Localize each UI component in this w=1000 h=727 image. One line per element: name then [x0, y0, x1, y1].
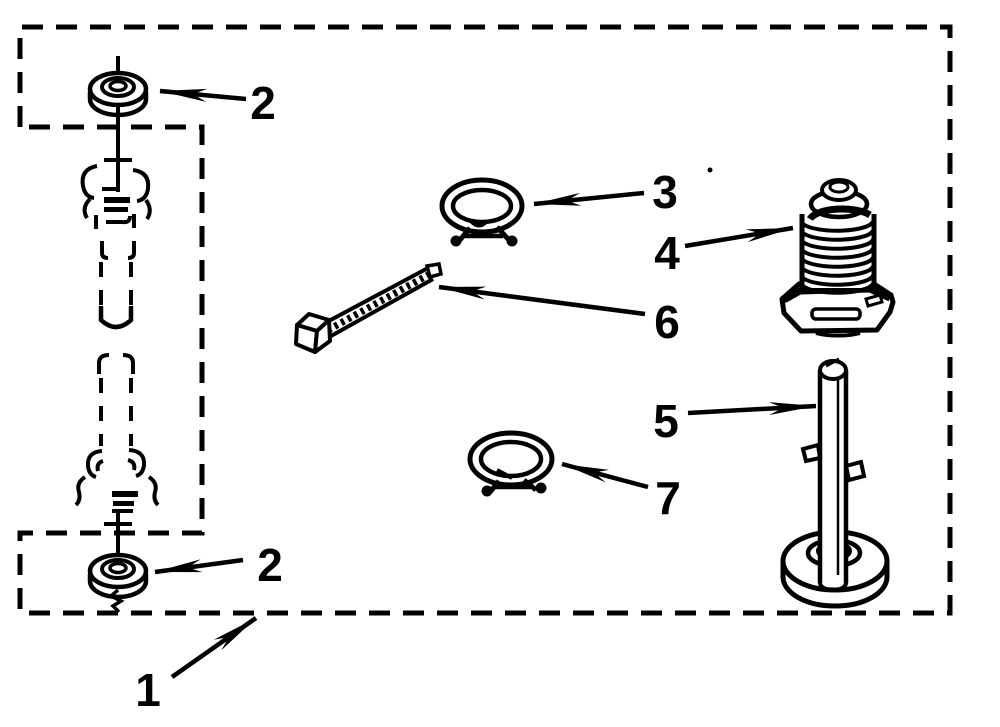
cable-tie	[294, 261, 444, 354]
label-4: 4	[654, 227, 680, 279]
threaded-leveling-bolt	[779, 178, 896, 338]
label-3: 3	[652, 166, 678, 218]
kit-boundary-outline	[17, 24, 953, 616]
arrow-to-kit-boundary	[170, 616, 258, 679]
upper-grommet	[87, 70, 149, 118]
left-tab	[800, 442, 823, 464]
label-7: 7	[655, 472, 681, 524]
label-6: 6	[654, 296, 680, 348]
right-tab	[843, 459, 867, 483]
threads	[801, 220, 875, 295]
cable-tie-tip	[424, 261, 444, 280]
arrow-to-leveling-bolt	[684, 225, 794, 249]
lower-grommet	[87, 552, 149, 614]
arrow-to-lower-grommet	[154, 557, 244, 575]
bottom-spring	[74, 448, 160, 513]
label-2-lower: 2	[257, 539, 283, 591]
top-spring	[80, 164, 152, 229]
cable-tie-head	[294, 312, 332, 354]
arrow-to-upper-grommet	[159, 88, 247, 102]
upper-hose-clamp	[439, 177, 525, 247]
ball-joint-cup	[98, 306, 134, 330]
arrow-to-upper-clamp	[533, 190, 645, 207]
print-speck	[707, 167, 713, 173]
arrow-to-cable-tie	[438, 284, 646, 317]
arrow-to-lower-clamp	[561, 461, 649, 490]
label-1: 1	[135, 664, 161, 716]
arrow-to-leg	[687, 402, 817, 416]
label-5: 5	[653, 395, 679, 447]
leg-and-foot	[780, 357, 890, 609]
suspension-rod-assembly-phantom	[74, 56, 160, 576]
callout-arrows	[154, 88, 817, 679]
label-2-upper: 2	[250, 77, 276, 129]
callout-labels: 2 3 4 6 5 7 2 1	[135, 77, 681, 716]
lower-hose-clamp	[467, 430, 555, 497]
